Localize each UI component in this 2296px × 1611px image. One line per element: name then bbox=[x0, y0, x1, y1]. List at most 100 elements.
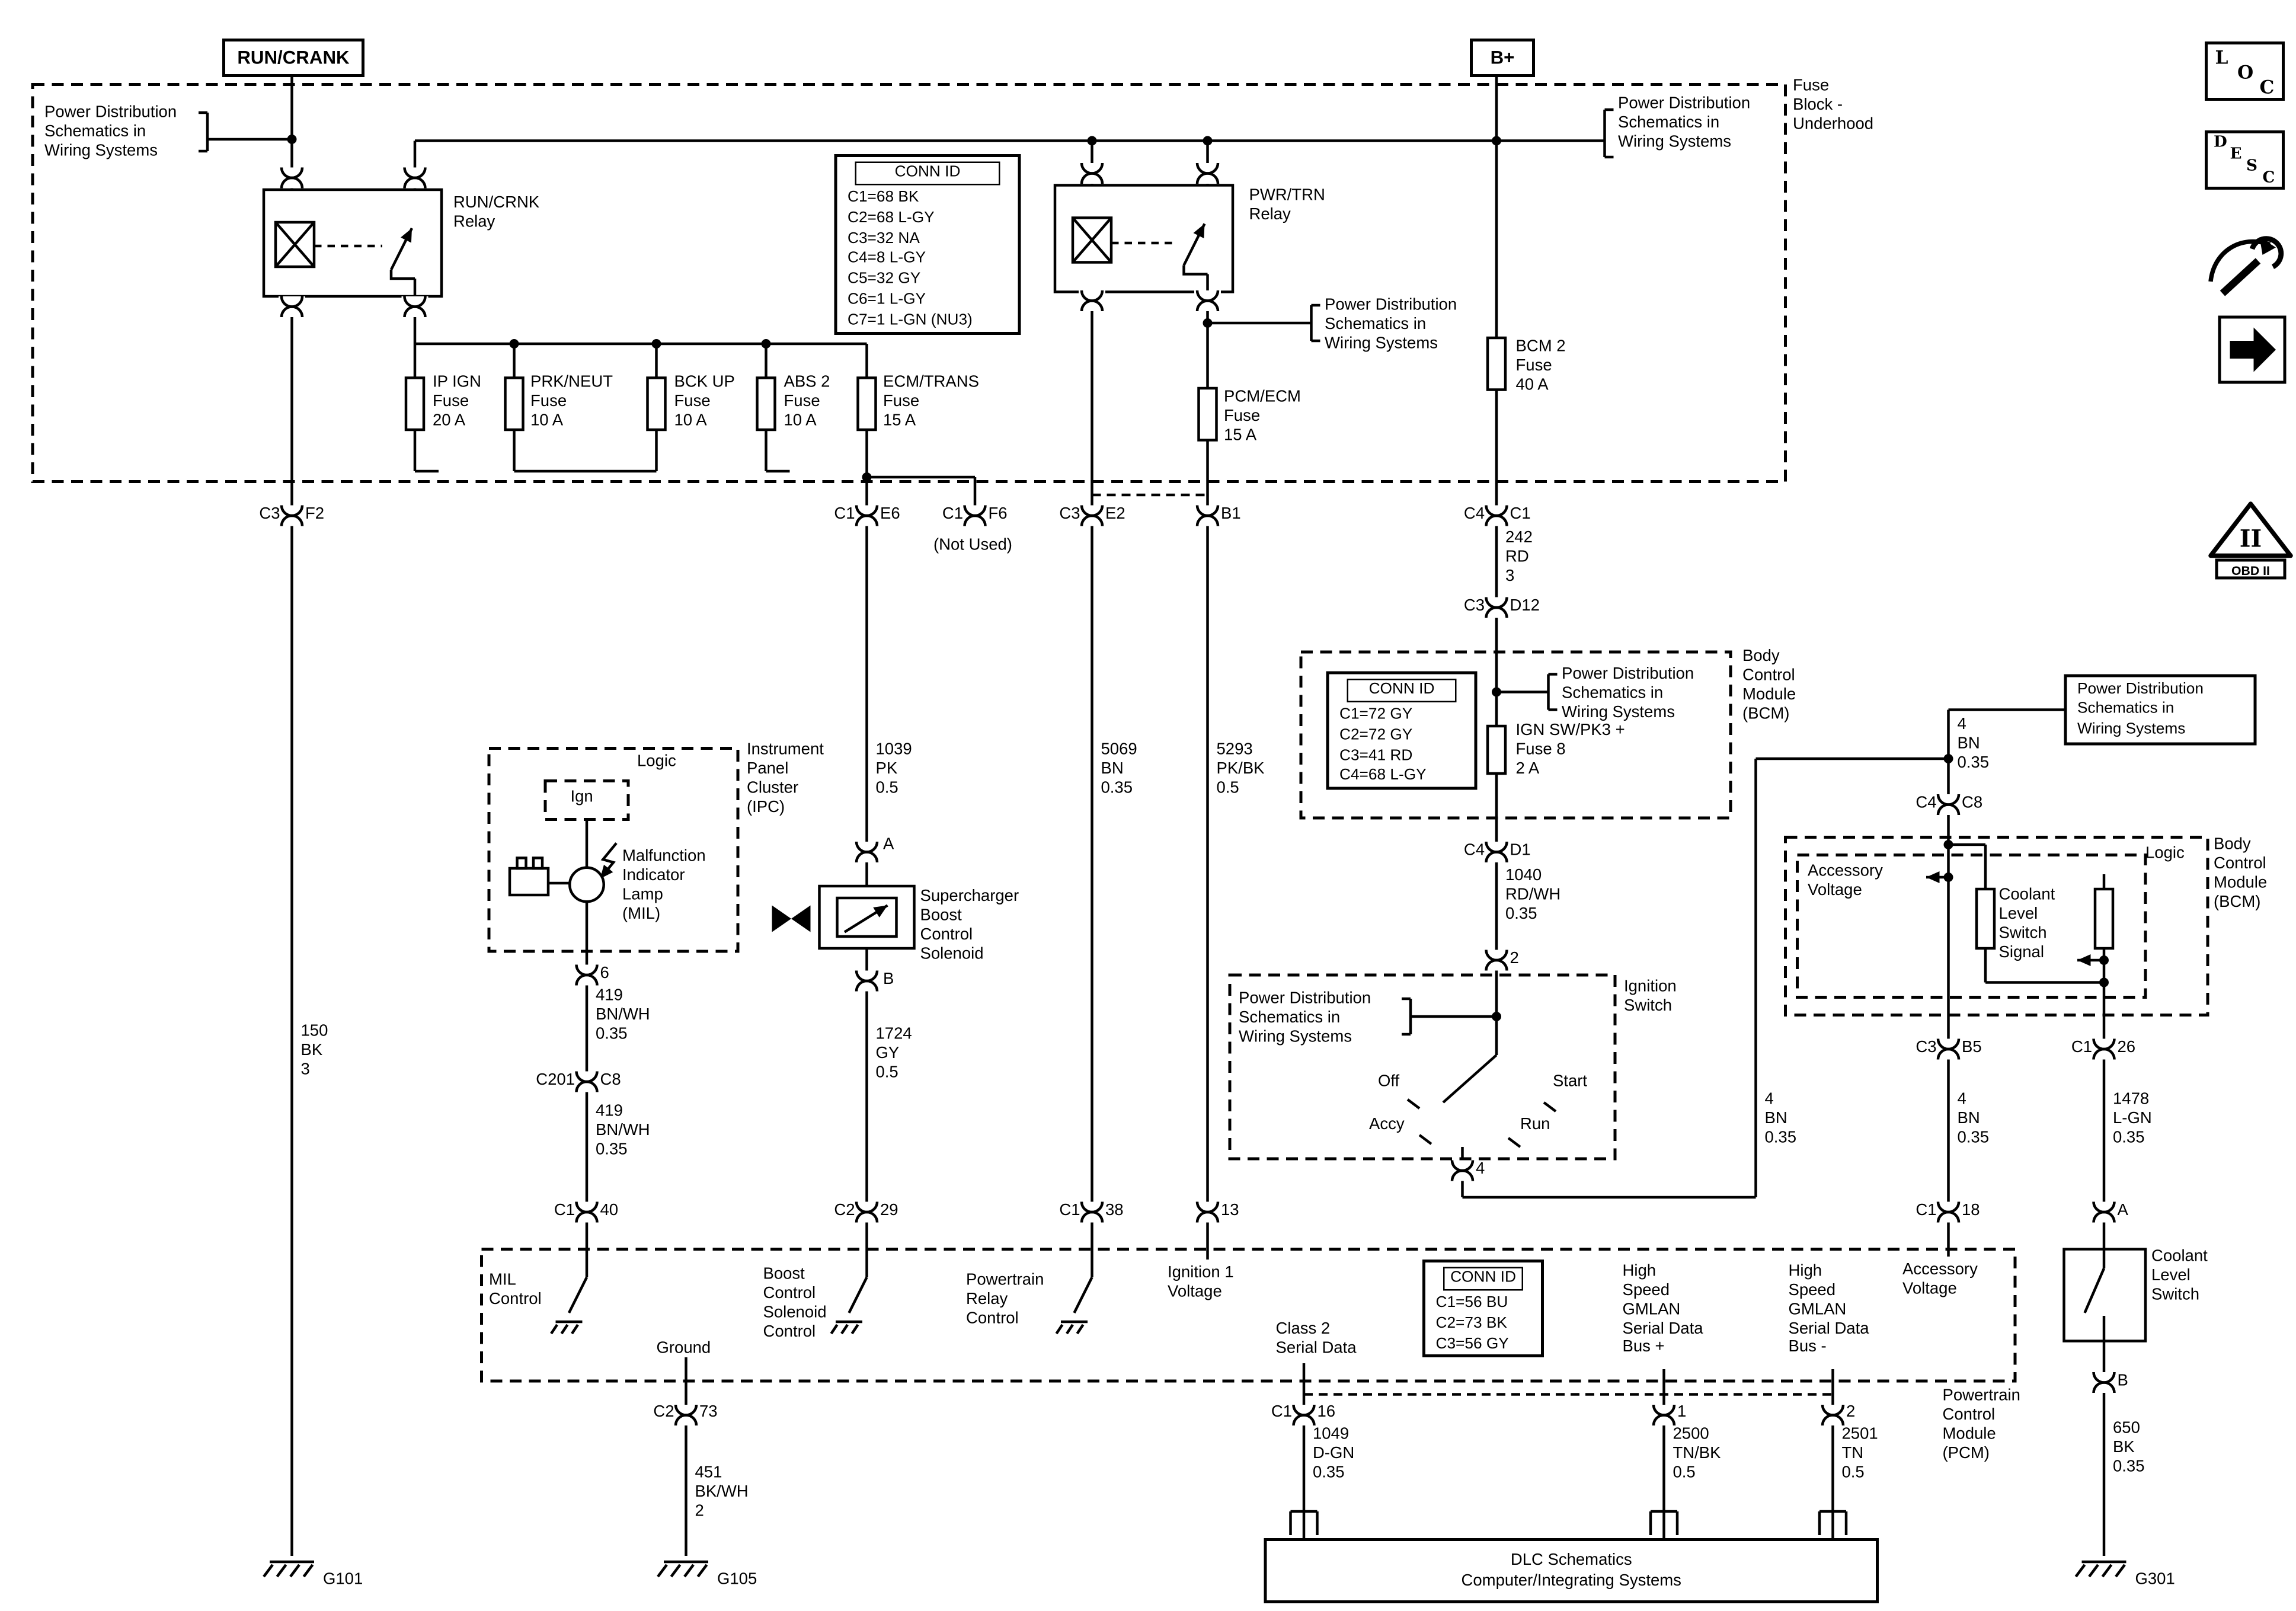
powertrain-relay-control-label: Powertrain Relay Control bbox=[966, 1271, 1044, 1328]
inline-connector-symbols bbox=[279, 163, 2118, 1425]
conn-id-row: C1=72 GY bbox=[1339, 705, 1413, 723]
wire-label: 5069 BN 0.35 bbox=[1101, 741, 1137, 797]
loc-button[interactable]: L O C bbox=[2205, 41, 2285, 101]
wire-label: 1039 PK 0.5 bbox=[875, 741, 912, 797]
ignition-switch-label: Ignition Switch bbox=[1624, 978, 1677, 1015]
bcm-right-box bbox=[1784, 836, 2209, 1017]
pin-label: 16 bbox=[1317, 1403, 1336, 1421]
pcm-label: Powertrain Control Module (PCM) bbox=[1942, 1387, 2020, 1462]
wire-label: 1478 L-GN 0.35 bbox=[2113, 1091, 2152, 1147]
pin-label: B bbox=[883, 970, 894, 989]
conn-id-title: CONN ID bbox=[855, 161, 1000, 186]
gmlan-minus-label: High Speed GMLAN Serial Data Bus - bbox=[1788, 1262, 1869, 1357]
pin-label: C8 bbox=[1962, 794, 1983, 812]
conn-id-table-underhood: CONN ID C1=68 BK C2=68 L-GY C3=32 NA C4=… bbox=[834, 154, 1021, 335]
pin-label: 73 bbox=[699, 1403, 718, 1421]
conn-id-row: C2=73 BK bbox=[1435, 1313, 1507, 1332]
conn-id-title: CONN ID bbox=[1443, 1267, 1523, 1291]
underhood-fuse-block-box bbox=[31, 83, 1787, 483]
pin-label: 2 bbox=[1846, 1403, 1856, 1421]
conn-id-row: C2=72 GY bbox=[1339, 725, 1413, 744]
pin-label: C1 bbox=[1271, 1403, 1292, 1421]
pin-label: B5 bbox=[1962, 1038, 1982, 1057]
gmlan-plus-label: High Speed GMLAN Serial Data Bus + bbox=[1622, 1262, 1703, 1357]
obd-ii-button[interactable]: II OBD II bbox=[2208, 501, 2294, 581]
wire-label: 650 BK 0.35 bbox=[2113, 1420, 2145, 1476]
pin-label: 13 bbox=[1221, 1201, 1239, 1220]
repair-wrench-button[interactable] bbox=[2202, 216, 2294, 302]
bcm-box bbox=[1299, 650, 1732, 820]
pin-label: C3 bbox=[1463, 597, 1485, 615]
desc-button[interactable]: D E S C bbox=[2205, 130, 2285, 190]
pin-label: C3 bbox=[1059, 505, 1080, 523]
pin-label: C2 bbox=[653, 1403, 674, 1421]
ipc-label: Instrument Panel Cluster (IPC) bbox=[747, 741, 824, 816]
power-distribution-ref: Power Distribution Schematics in Wiring … bbox=[1239, 990, 1371, 1046]
pin-label: B1 bbox=[1221, 505, 1241, 523]
forward-arrow-button[interactable] bbox=[2218, 315, 2287, 384]
fuse-symbols bbox=[404, 336, 1507, 775]
pin-label: D1 bbox=[1510, 842, 1531, 859]
fuse-label-ecm-trans: ECM/TRANS Fuse 15 A bbox=[883, 373, 979, 430]
conn-id-row: C4=8 L-GY bbox=[848, 250, 926, 268]
ipc-logic-label: Logic bbox=[637, 753, 676, 771]
engine-icon bbox=[508, 856, 550, 897]
wrench-arrow-icon bbox=[2208, 236, 2284, 296]
pin-label: 40 bbox=[600, 1201, 619, 1220]
wire-label: 419 BN/WH 0.35 bbox=[596, 987, 650, 1043]
pin-label: 6 bbox=[600, 964, 609, 983]
fuse-label-bck-up: BCK UP Fuse 10 A bbox=[674, 373, 735, 430]
run-crank-source-label: RUN/CRANK bbox=[222, 39, 364, 77]
accessory-voltage-bcm-label: Accessory Voltage bbox=[1808, 862, 1883, 900]
arrow-icon bbox=[2230, 327, 2276, 372]
boost-control-label: Boost Control Solenoid Control bbox=[763, 1265, 827, 1341]
desc-letter: E bbox=[2230, 145, 2242, 163]
module-boundary-boxes bbox=[31, 83, 2209, 1383]
wire-label: 150 BK 3 bbox=[300, 1022, 328, 1079]
pin-label: C1 bbox=[834, 505, 855, 523]
bcm-logic-box bbox=[1796, 854, 2147, 999]
mil-lamp-symbol bbox=[568, 866, 605, 903]
wire-label: 2501 TN 0.5 bbox=[1841, 1425, 1878, 1482]
desc-letter: C bbox=[2262, 169, 2275, 187]
switch-position-start: Start bbox=[1553, 1073, 1588, 1091]
conn-id-row: C3=56 GY bbox=[1435, 1334, 1509, 1353]
power-distribution-ref: Power Distribution Schematics in Wiring … bbox=[1618, 95, 1751, 151]
desc-letter: S bbox=[2246, 157, 2257, 175]
pin-label: 2 bbox=[1510, 950, 1519, 968]
supercharger-solenoid-symbol bbox=[772, 884, 916, 950]
pin-label: C3 bbox=[259, 505, 280, 523]
switch-position-off: Off bbox=[1378, 1073, 1400, 1091]
wire-label: 419 BN/WH 0.35 bbox=[596, 1102, 650, 1159]
wire-label: 1049 D-GN 0.35 bbox=[1313, 1425, 1355, 1482]
supercharger-solenoid-label: Supercharger Boost Control Solenoid bbox=[920, 887, 1019, 963]
bcm-label: Body Control Module (BCM) bbox=[1742, 647, 1796, 723]
not-used-note: (Not Used) bbox=[933, 536, 1012, 554]
mil-control-label: MIL Control bbox=[489, 1271, 542, 1309]
pin-label: 18 bbox=[1962, 1201, 1980, 1220]
fuse-label-abs-2: ABS 2 Fuse 10 A bbox=[784, 373, 830, 430]
switch-position-accy: Accy bbox=[1369, 1115, 1405, 1134]
b-plus-text: B+ bbox=[1490, 47, 1515, 68]
pin-label: C4 bbox=[1463, 842, 1485, 859]
pin-label: C1 bbox=[942, 505, 963, 523]
conn-id-row: C1=56 BU bbox=[1435, 1293, 1508, 1312]
conn-id-table-pcm: CONN ID C1=56 BU C2=73 BK C3=56 GY bbox=[1422, 1260, 1544, 1359]
pin-label: C3 bbox=[1916, 1038, 1937, 1057]
coolant-level-switch-symbol bbox=[2062, 1248, 2147, 1342]
wire-label: 1724 GY 0.5 bbox=[875, 1025, 912, 1082]
mil-label: Malfunction Indicator Lamp (MIL) bbox=[622, 848, 706, 923]
pin-label: A bbox=[883, 836, 894, 854]
ipc-box bbox=[487, 747, 740, 953]
ground-name: G105 bbox=[717, 1571, 757, 1588]
pin-label: 4 bbox=[1476, 1160, 1485, 1178]
conn-id-table-bcm: CONN ID C1=72 GY C2=72 GY C3=41 RD C4=68… bbox=[1326, 671, 1478, 791]
pin-label: C201 bbox=[536, 1071, 575, 1089]
conn-id-title: CONN ID bbox=[1347, 679, 1457, 702]
pin-label: C1 bbox=[554, 1201, 575, 1220]
run-crank-text: RUN/CRANK bbox=[237, 47, 350, 68]
pin-label: F6 bbox=[988, 505, 1008, 523]
power-distribution-ref: Power Distribution Schematics in Wiring … bbox=[44, 104, 177, 160]
power-distribution-ref-box: Power Distribution Schematics in Wiring … bbox=[2064, 674, 2257, 746]
